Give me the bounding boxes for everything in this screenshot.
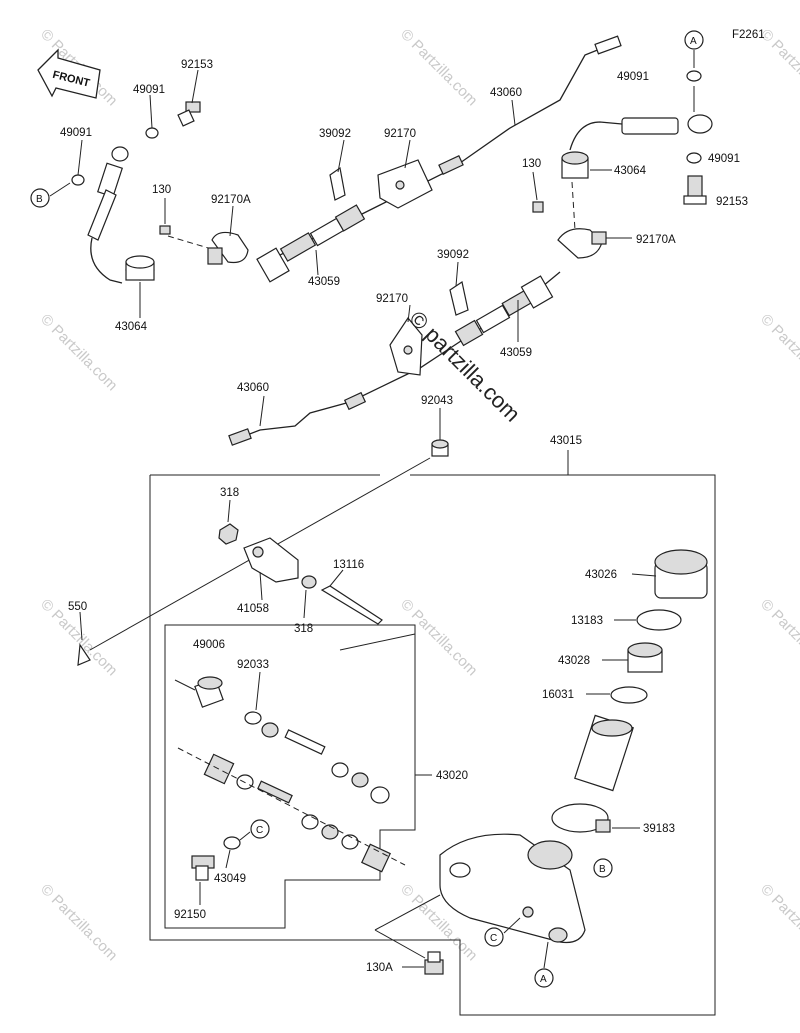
adjuster-43059 xyxy=(256,204,366,283)
label-130: 130 xyxy=(522,158,541,170)
spring xyxy=(203,753,235,785)
clamp-92170A-right xyxy=(557,228,607,259)
label-49091: 49091 xyxy=(708,153,740,165)
label-92170A: 92170A xyxy=(636,234,676,246)
label-318: 318 xyxy=(294,623,313,635)
washer-49091 xyxy=(145,127,159,139)
bracket-92170 xyxy=(377,159,433,209)
label-49091: 49091 xyxy=(133,84,165,96)
reservoir xyxy=(574,714,634,792)
callout-c-upper xyxy=(250,819,270,839)
label-43059: 43059 xyxy=(308,276,340,288)
washer-49091-d xyxy=(686,152,702,164)
label-43049: 43049 xyxy=(214,873,246,885)
label-92033: 92033 xyxy=(237,659,269,671)
master-cylinder-body xyxy=(439,833,586,944)
part-labels: 92153 49091 49091 130 92170A 43064 39092… xyxy=(60,59,748,974)
callout-c-label: C xyxy=(256,825,263,836)
callout-b-label-lower: B xyxy=(599,864,606,875)
label-43015: 43015 xyxy=(550,435,582,447)
label-92170: 92170 xyxy=(384,128,416,140)
front-arrow-icon: FRONT xyxy=(37,48,101,99)
cable-43060-lower xyxy=(228,261,561,446)
label-92153: 92153 xyxy=(716,196,748,208)
watermark: © Partzilla.com xyxy=(397,596,480,679)
label-43020: 43020 xyxy=(436,770,468,782)
washer-49091-c xyxy=(686,70,702,82)
label-43028: 43028 xyxy=(558,655,590,667)
callout-a-lower xyxy=(534,968,554,988)
label-92150: 92150 xyxy=(174,909,206,921)
label-318: 318 xyxy=(220,487,239,499)
label-43060: 43060 xyxy=(490,87,522,99)
label-13116: 13116 xyxy=(333,559,364,571)
watermark: © Partzilla.com xyxy=(37,881,120,964)
label-550: 550 xyxy=(68,601,87,613)
label-43064: 43064 xyxy=(614,165,647,177)
label-43064: 43064 xyxy=(115,321,148,333)
grommet-43064-right xyxy=(561,151,589,179)
watermark: © Partzilla.com xyxy=(757,596,800,679)
callout-b-lower xyxy=(593,858,613,878)
label-92153: 92153 xyxy=(181,59,213,71)
adjuster-43059-lower xyxy=(454,275,554,347)
watermark: © Partzilla.com xyxy=(397,26,480,109)
callout-c-label-lower: C xyxy=(490,933,497,944)
label-13183: 13183 xyxy=(571,615,603,627)
diaphragm-43028 xyxy=(627,642,663,673)
label-43060: 43060 xyxy=(237,382,269,394)
watermark: © Partzilla.com xyxy=(37,311,120,394)
washer-49091-b xyxy=(71,174,85,186)
figure-code: F2261 xyxy=(732,29,765,41)
bracket-92170-lower xyxy=(389,316,423,376)
plate-13183 xyxy=(636,609,682,631)
callout-a-label-lower: A xyxy=(540,974,547,985)
label-16031: 16031 xyxy=(542,689,574,701)
grommet-43064 xyxy=(125,255,155,281)
label-92170: 92170 xyxy=(376,293,408,305)
callout-b-left xyxy=(30,188,50,208)
label-130A: 130A xyxy=(366,962,393,974)
label-39092: 39092 xyxy=(437,249,469,261)
master-cylinder-group: C xyxy=(77,408,716,1016)
left-hose-assembly xyxy=(71,69,249,318)
label-92043: 92043 xyxy=(421,395,453,407)
label-41058: 41058 xyxy=(237,603,269,615)
label-49091: 49091 xyxy=(60,127,92,139)
callout-a-label: A xyxy=(690,36,697,47)
cup-49006 xyxy=(194,676,224,708)
label-39092: 39092 xyxy=(319,128,351,140)
callout-a-top xyxy=(684,30,704,50)
banjo-bolt-92153-top xyxy=(177,101,201,127)
right-hose-assembly: A B xyxy=(30,30,713,259)
label-130: 130 xyxy=(152,184,171,196)
bolt-92150 xyxy=(191,855,215,881)
label-49006: 49006 xyxy=(193,639,225,651)
cap-43026 xyxy=(654,549,708,599)
clamp-39183 xyxy=(551,803,611,833)
callout-c-lower xyxy=(484,927,504,947)
watermark: © Partzilla.com xyxy=(757,311,800,394)
label-49091: 49091 xyxy=(617,71,649,83)
clevis-41058 xyxy=(243,537,299,583)
cable-43060-upper xyxy=(256,35,622,283)
bolt-130A xyxy=(424,951,444,975)
push-rod-13116 xyxy=(320,585,383,625)
callout-b-label: B xyxy=(36,194,43,205)
pin-92043 xyxy=(431,439,449,457)
label-43026: 43026 xyxy=(585,569,617,581)
watermark: © Partzilla.com xyxy=(757,881,800,964)
label-39183: 39183 xyxy=(643,823,675,835)
label-43059: 43059 xyxy=(500,347,532,359)
label-92170A: 92170A xyxy=(211,194,251,206)
clamp-92170A xyxy=(207,231,249,265)
gasket-16031 xyxy=(610,686,648,704)
